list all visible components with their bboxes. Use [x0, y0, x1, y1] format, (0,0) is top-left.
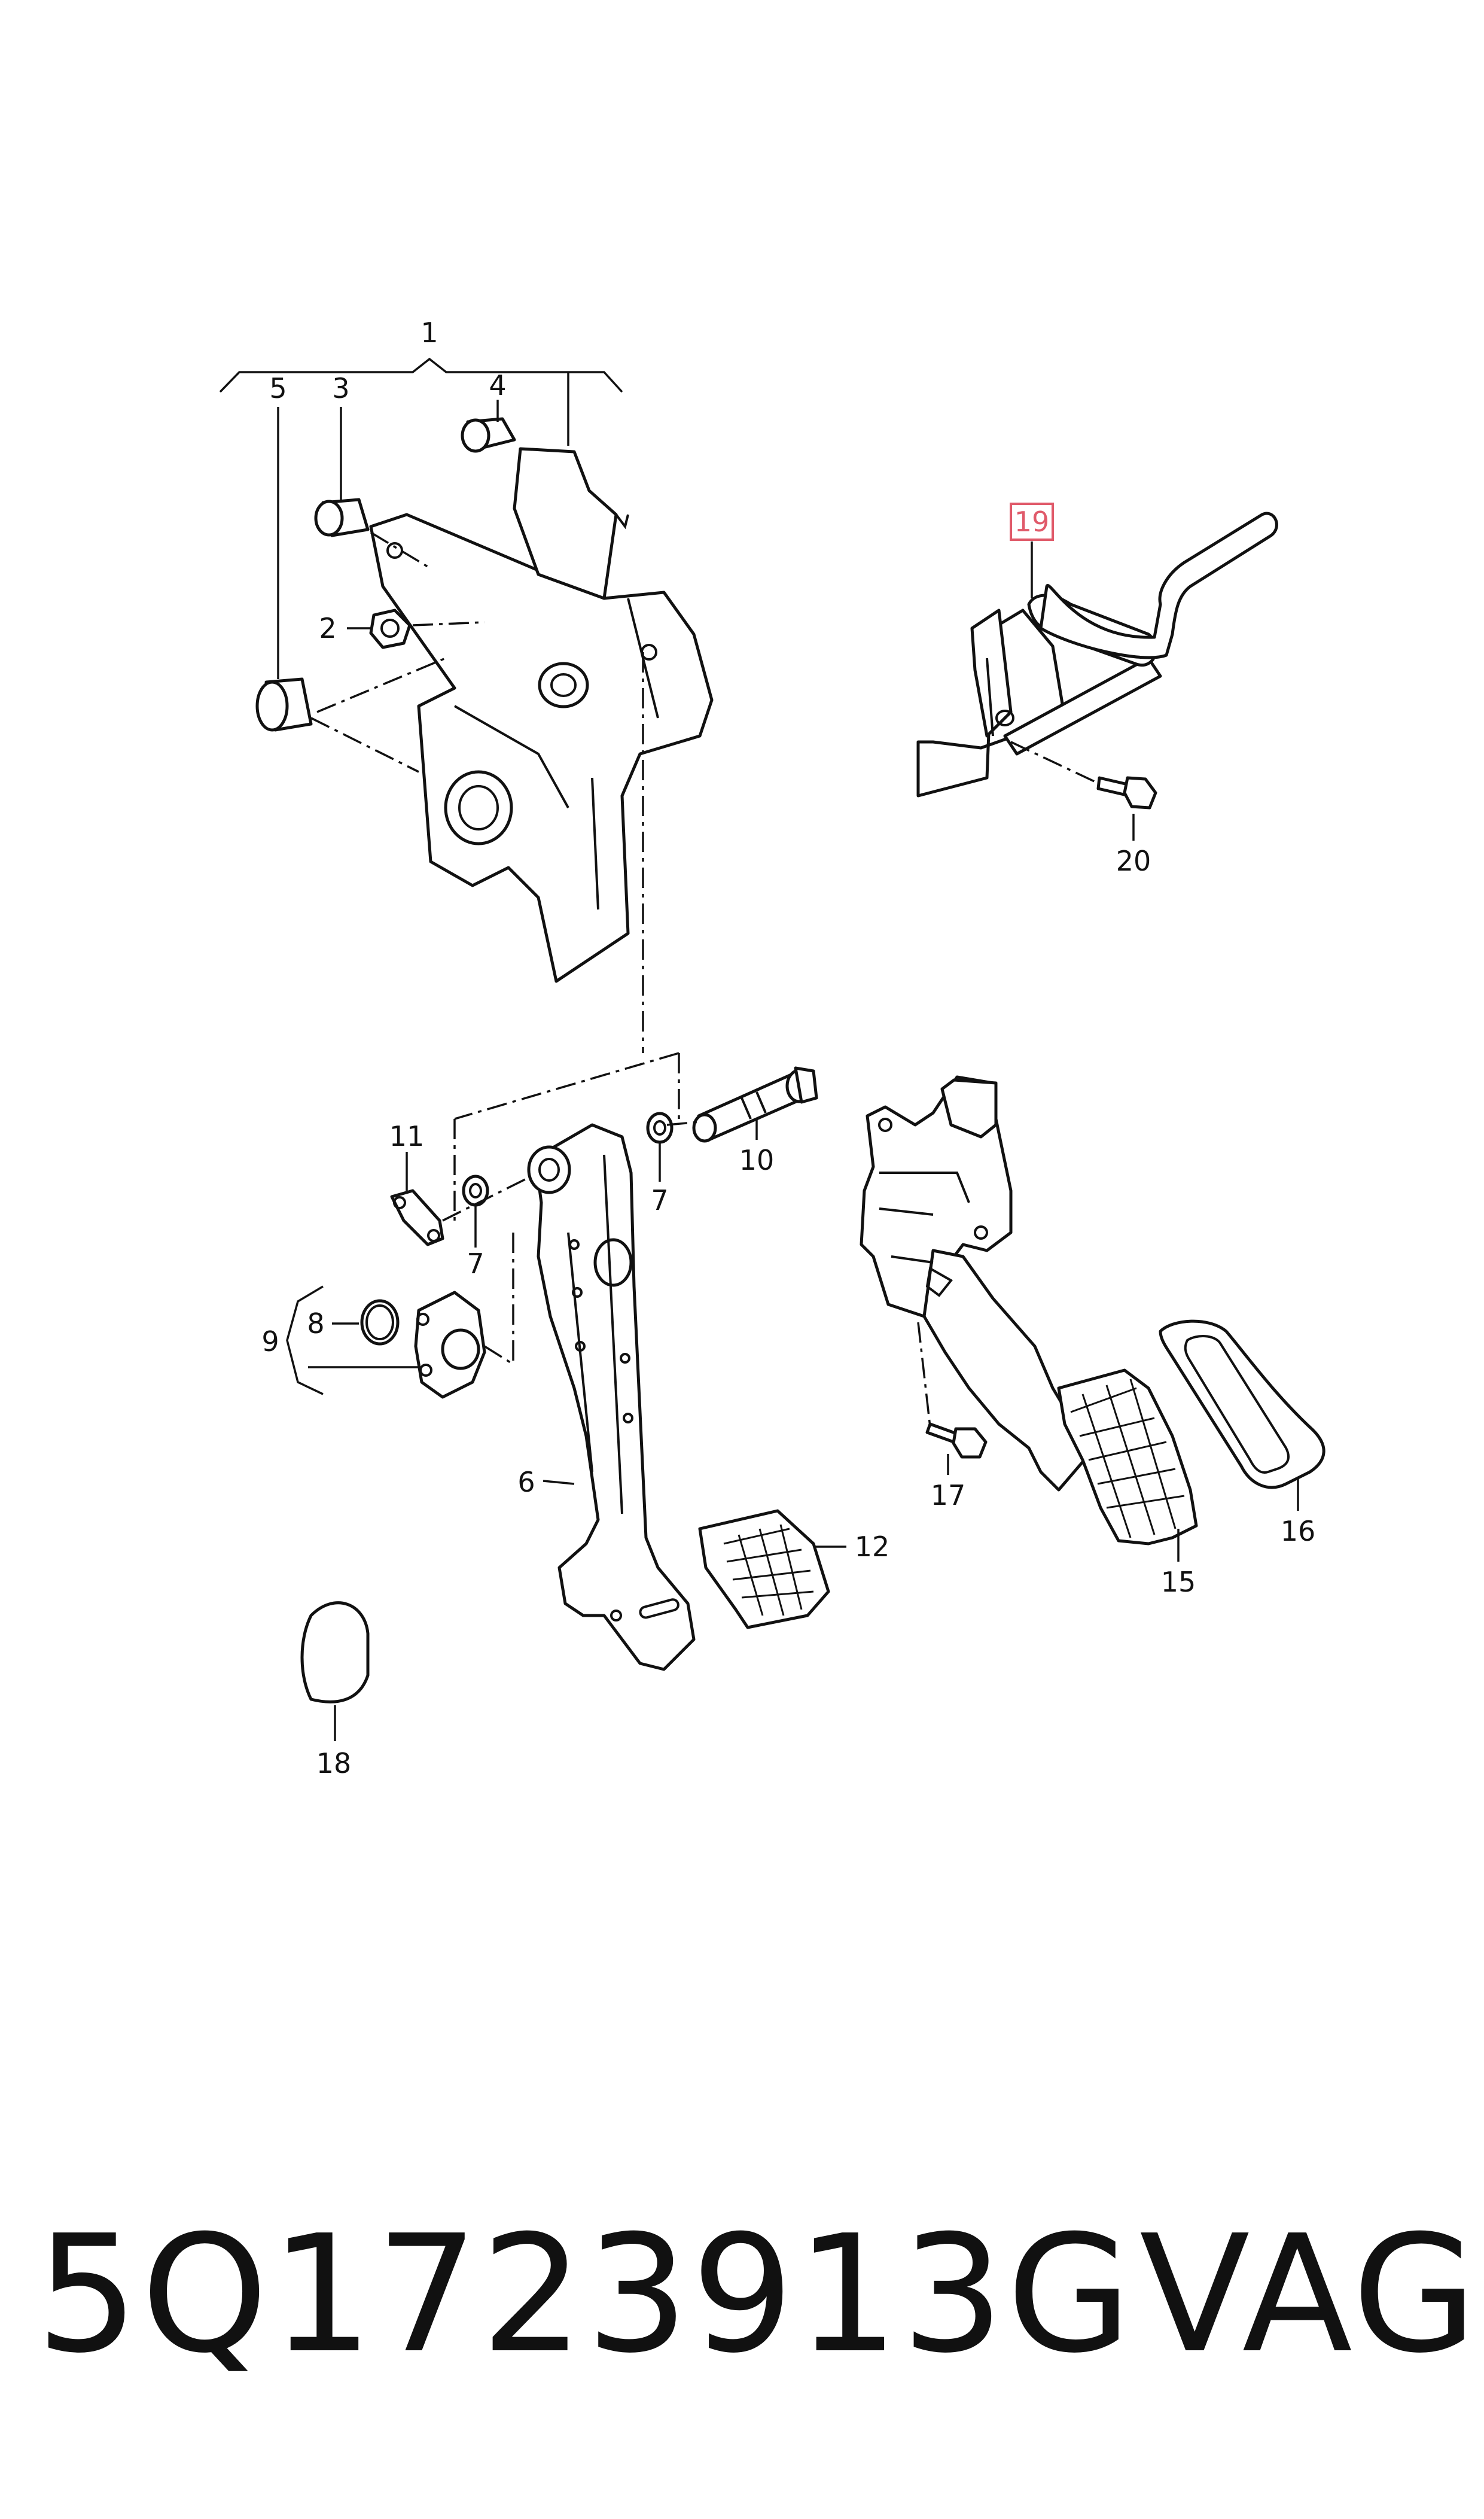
callout-3: 3 [332, 372, 349, 404]
pivot-shaft-10 [692, 1066, 818, 1143]
assembly-1-bracket [219, 357, 623, 446]
callout-6: 6 [517, 1466, 535, 1498]
pedal-cover-16 [1159, 1319, 1325, 1489]
callout-5: 5 [269, 372, 287, 404]
pedal-bracket-housing [369, 447, 714, 983]
spring-mount-9 [414, 1291, 486, 1399]
brand-name: VAG [1139, 2200, 1480, 2389]
callout-20: 20 [1116, 845, 1151, 877]
callout-11: 11 [389, 1120, 425, 1152]
bushing-3 [314, 498, 370, 537]
accelerator-pedal-module-15 [860, 1075, 1198, 1546]
callout-16: 16 [1281, 1515, 1316, 1547]
pedal-pad-12 [698, 1509, 830, 1629]
bushing-7-left [462, 1175, 489, 1207]
clip-11 [390, 1189, 444, 1246]
bushing-4 [461, 417, 516, 453]
callout-7-right: 7 [651, 1184, 668, 1216]
callout-7-left: 7 [467, 1248, 484, 1280]
callout-17: 17 [931, 1479, 966, 1511]
nut-2 [369, 609, 412, 649]
bushing-7-right [646, 1112, 674, 1144]
bolt-17 [925, 1422, 988, 1459]
callout-19-highlight-box [1010, 503, 1054, 541]
callout-8: 8 [307, 1307, 324, 1340]
callout-10: 10 [739, 1144, 775, 1176]
o-ring-8 [360, 1299, 400, 1346]
part-number: 5Q1723913G [36, 2200, 1135, 2389]
bolt-20 [1096, 776, 1157, 810]
callout-18: 18 [316, 1747, 352, 1779]
callout-2: 2 [319, 612, 336, 644]
callout-19: 19 [1014, 506, 1050, 538]
callout-12: 12 [855, 1531, 890, 1563]
callout-4: 4 [489, 369, 506, 401]
clutch-pedal-6 [527, 1123, 696, 1671]
bracket-with-rod-19 [916, 512, 1278, 798]
cap-18 [300, 1601, 370, 1703]
callout-15: 15 [1161, 1566, 1196, 1598]
callout-9: 9 [261, 1325, 279, 1358]
bushing-5 [255, 677, 313, 732]
assembly-9-bracket [286, 1285, 419, 1395]
callout-1: 1 [420, 317, 438, 349]
